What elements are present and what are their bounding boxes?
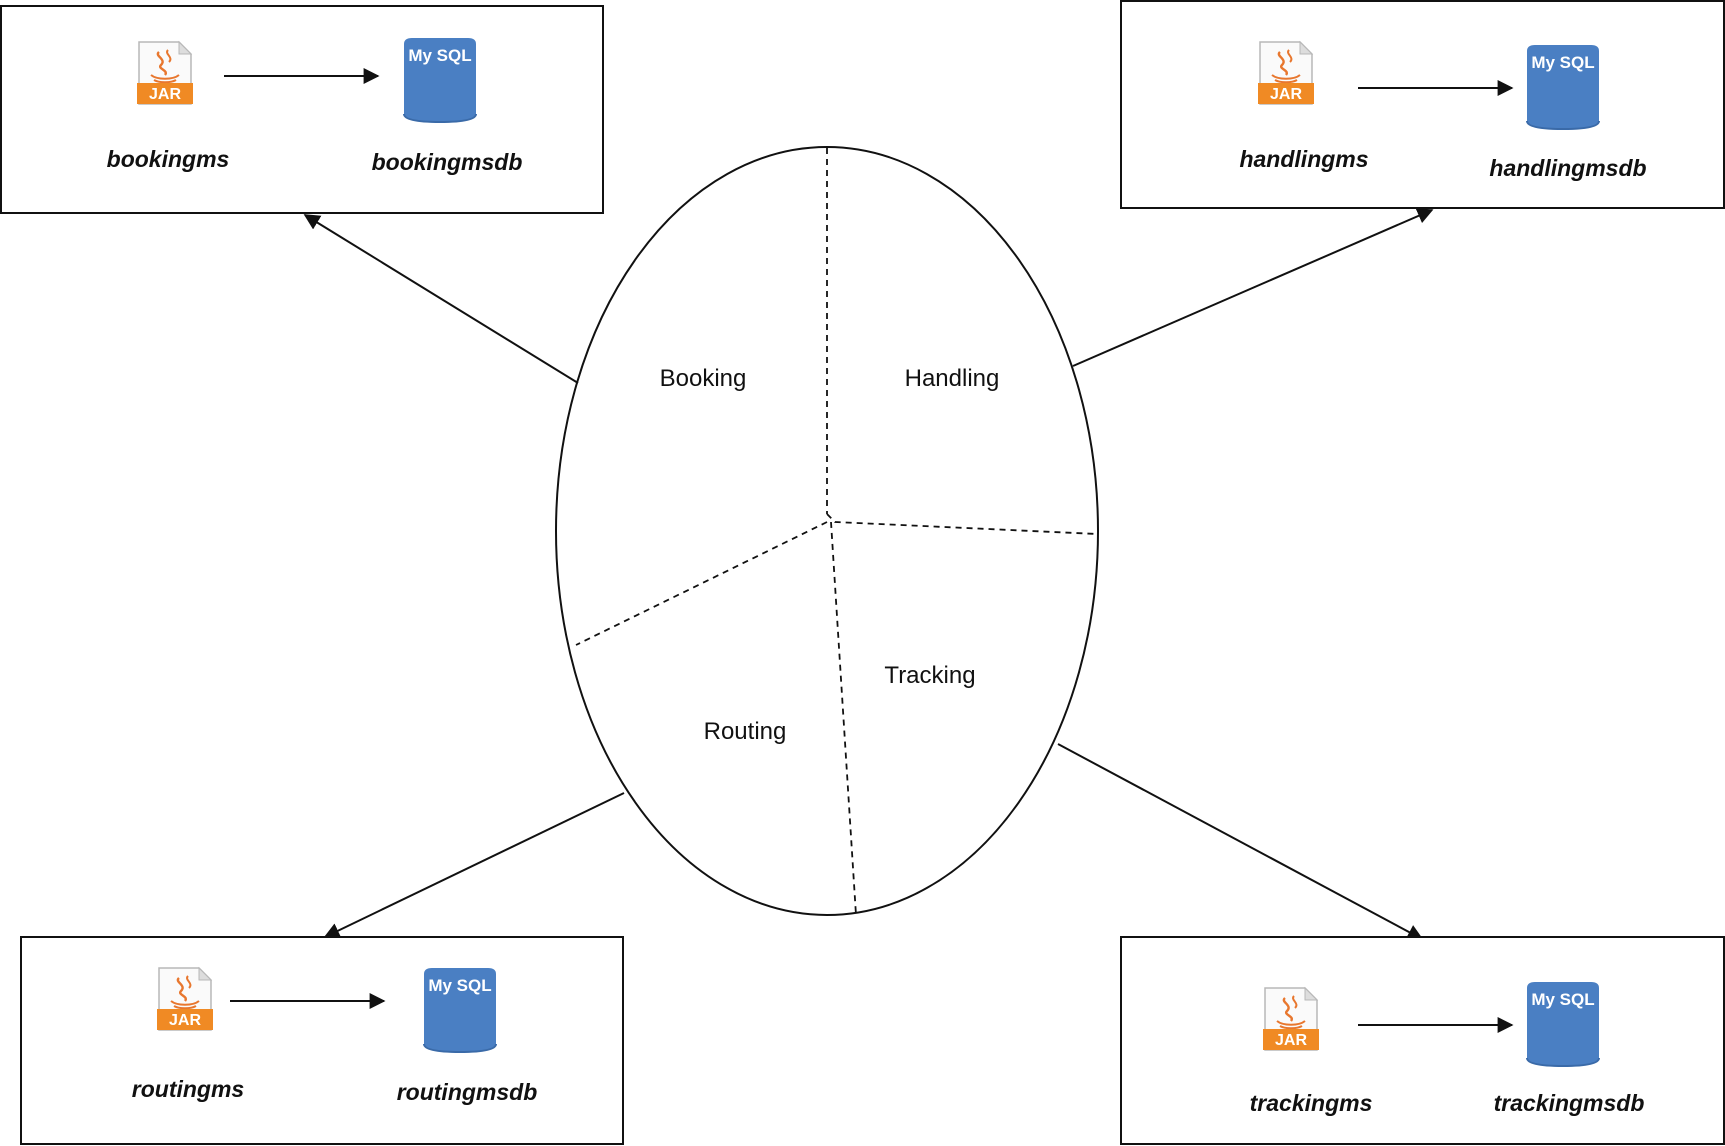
mysql-database-icon: My SQL	[403, 37, 477, 123]
mysql-database-icon: My SQL	[423, 967, 497, 1053]
service-db-label: handlingmsdb	[1489, 155, 1646, 181]
svg-text:JAR: JAR	[1270, 86, 1302, 103]
svg-text:My SQL: My SQL	[428, 976, 491, 995]
svg-text:My SQL: My SQL	[1531, 990, 1594, 1009]
java-jar-file-icon: JAR	[1261, 986, 1321, 1052]
connector-tracking	[1057, 743, 1424, 940]
service-jar-label: routingms	[132, 1076, 244, 1102]
service-jar-label: handlingms	[1239, 146, 1368, 172]
svg-text:JAR: JAR	[169, 1012, 201, 1029]
service-box-tracking: JAR My SQL trackingms trackingmsdb	[1120, 936, 1725, 1145]
service-db-label: trackingmsdb	[1494, 1090, 1645, 1116]
connector-routing	[323, 792, 625, 938]
svg-text:My SQL: My SQL	[1531, 53, 1594, 72]
region-handling-label: Handling	[905, 365, 1000, 392]
connector-handling	[1072, 208, 1434, 367]
mysql-database-icon: My SQL	[1526, 44, 1600, 130]
service-box-handling: JAR My SQL handlingms handlingmsdb	[1120, 0, 1725, 209]
region-tracking-label: Tracking	[884, 662, 975, 689]
service-box-routing: JAR My SQL routingms routingmsdb	[20, 936, 624, 1145]
partition-line-left	[575, 521, 828, 646]
java-jar-file-icon: JAR	[1256, 40, 1316, 106]
domain-ellipse	[555, 146, 1099, 916]
service-jar-label: trackingms	[1250, 1090, 1373, 1116]
service-box-booking: JAR My SQL bookingms bookingmsdb	[0, 5, 604, 214]
svg-text:My SQL: My SQL	[408, 46, 471, 65]
connector-booking	[303, 214, 579, 384]
partition-line-right	[826, 513, 1098, 535]
svg-text:JAR: JAR	[1275, 1032, 1307, 1049]
java-jar-file-icon: JAR	[155, 966, 215, 1032]
java-jar-file-icon: JAR	[135, 40, 195, 106]
region-routing-label: Routing	[704, 718, 787, 745]
service-db-label: bookingmsdb	[372, 149, 523, 175]
service-db-label: routingmsdb	[397, 1079, 538, 1105]
region-booking-label: Booking	[660, 365, 747, 392]
mysql-database-icon: My SQL	[1526, 981, 1600, 1067]
svg-text:JAR: JAR	[149, 86, 181, 103]
service-jar-label: bookingms	[107, 146, 230, 172]
